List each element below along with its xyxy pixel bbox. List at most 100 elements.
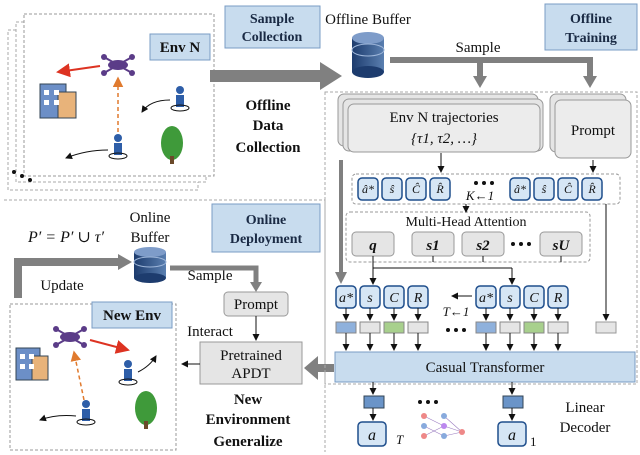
token-label: ŝ (542, 182, 547, 196)
tree-icon (135, 391, 157, 429)
pretrained-apdt-box (199, 341, 303, 385)
embedding-cell (407, 321, 429, 334)
embedding-cell (499, 321, 521, 334)
output-a-t-subscript: T (396, 432, 404, 447)
offline-data-collection-line3: Collection (236, 140, 302, 156)
token-label: R (553, 291, 563, 306)
offline-buffer-label: Offline Buffer (325, 12, 411, 28)
pretrained-apdt-line1: Pretrained (220, 348, 282, 364)
pretrained-apdt-line2: APDT (231, 366, 270, 382)
sample-collection-label-line2: Collection (242, 30, 303, 45)
linear-decoder-line1: Linear (565, 400, 604, 416)
new-env-tag (91, 301, 173, 329)
token-label: ŝ (390, 182, 395, 196)
online-buffer-label-line1: Online (130, 210, 171, 226)
offline-training-label-line2: Training (565, 31, 617, 46)
offline-data-collection-line2: Data (253, 118, 284, 134)
casual-transformer-box (334, 351, 636, 383)
drone-icon (53, 326, 87, 348)
new-env-generalize-line3: Generalize (213, 434, 282, 450)
token-box (405, 177, 427, 201)
token-label: a* (339, 291, 353, 306)
attention-q-label: q (369, 238, 377, 254)
update-label: Update (40, 278, 84, 294)
token-box (533, 177, 555, 201)
tree-icon (161, 126, 183, 164)
embedding-cell (335, 321, 357, 334)
token-box (509, 177, 531, 201)
online-buffer-label-line2: Buffer (131, 230, 170, 246)
decoder-unit-left (363, 395, 385, 409)
embedding-row (335, 308, 569, 351)
token-label: R̂ (587, 182, 596, 196)
casual-transformer-label: Casual Transformer (426, 360, 545, 376)
token-label: C (529, 291, 539, 306)
offline-training-label-line1: Offline (570, 12, 612, 27)
token-label: â* (514, 182, 526, 196)
token-box (429, 177, 451, 201)
person-icon (170, 86, 190, 112)
online-deployment-tag (211, 203, 321, 253)
building-icon (15, 347, 49, 381)
offline-buffer-database-icon (351, 32, 385, 78)
token-box (381, 177, 403, 201)
linear-decoder-line2: Decoder (560, 420, 611, 436)
k-update-label: K←1 (465, 188, 494, 203)
collection-to-buffer-arrow (210, 62, 342, 90)
output-a-1-label: a (508, 427, 516, 444)
building-icon (39, 83, 77, 119)
output-a-1-box (497, 421, 527, 447)
env-n-trajectories-label: Env N trajectories (389, 110, 498, 126)
token-box (581, 177, 603, 201)
attention-s2-label: s2 (475, 238, 490, 254)
env-n-label: Env N (160, 40, 201, 56)
neural-network-icon (421, 413, 465, 439)
token-label: C (389, 291, 399, 306)
token-label: â* (362, 182, 374, 196)
online-deployment-label-line2: Deployment (230, 232, 303, 247)
token-label: Ĉ (412, 182, 421, 196)
offline-training-tag (544, 3, 638, 51)
env-n-trajectories-box (347, 103, 541, 153)
online-buffer-database-icon (133, 247, 167, 283)
token-label: Ĉ (564, 182, 573, 196)
decoder-unit-right (502, 395, 524, 409)
interact-label: Interact (187, 324, 234, 340)
prompt-bottom-label: Prompt (234, 297, 279, 313)
new-env-label: New Env (103, 308, 161, 324)
p-update-equation: P′ = P′ ∪ τ′ (27, 229, 104, 246)
new-env-generalize-line2: Environment (206, 412, 291, 428)
embedding-cell (475, 321, 497, 334)
sample-collection-label-line1: Sample (250, 12, 294, 27)
trajectory-set-label: {τ1, τ2, …} (411, 131, 477, 147)
token-label: s (507, 291, 513, 306)
person-icon (108, 134, 128, 160)
sample-collection-tag (224, 5, 321, 49)
token-box (357, 177, 379, 201)
env-n-tag (149, 33, 211, 61)
output-a-1-subscript: 1 (530, 434, 537, 449)
hat-token-group-2: â* ŝ Ĉ R̂ (509, 177, 603, 201)
new-env-generalize-line1: New (234, 392, 262, 408)
transfer-arrow (304, 356, 334, 380)
attention-s1-label: s1 (425, 238, 439, 254)
hat-token-row (351, 173, 621, 205)
token-label: s (367, 291, 373, 306)
online-deployment-label-line1: Online (246, 213, 286, 228)
person-icon (76, 400, 96, 426)
embedding-cell (523, 321, 545, 334)
output-a-t-box (357, 421, 387, 447)
person-icon (118, 360, 138, 386)
hat-token-group-1: â* ŝ Ĉ R̂ (357, 177, 451, 201)
embedding-cell (547, 321, 569, 334)
multi-head-attention-label: Multi-Head Attention (406, 215, 527, 230)
output-a-t-label: a (368, 427, 376, 444)
embedding-cell (383, 321, 405, 334)
token-label: R̂ (435, 182, 444, 196)
token-label: a* (479, 291, 493, 306)
prompt-embedding (595, 321, 617, 334)
sample-top-label: Sample (456, 40, 501, 56)
